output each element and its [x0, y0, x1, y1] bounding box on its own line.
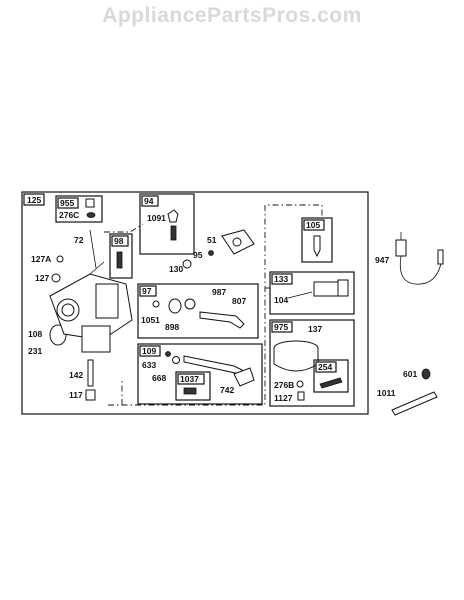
- group-box-94: [139, 193, 195, 255]
- part-label-807: 807: [232, 296, 246, 306]
- part-label-108: 108: [28, 329, 42, 339]
- part-label-276C: 276C: [59, 210, 79, 220]
- fuel-solenoid-part: [395, 232, 444, 285]
- group-tag-105: [303, 219, 325, 231]
- part-label-601: 601: [403, 369, 417, 379]
- part-label-104: 104: [274, 295, 288, 305]
- part-label-127A: 127A: [31, 254, 51, 264]
- part-label-668: 668: [152, 373, 166, 383]
- part-label-51: 51: [207, 235, 217, 245]
- part-label-276B: 276B: [274, 380, 294, 390]
- group-tag-97: [139, 285, 157, 297]
- float-part: [313, 281, 339, 297]
- part-label-633: 633: [142, 360, 156, 370]
- watermark: AppliancePartsPros.com: [102, 4, 362, 27]
- spring-part: [183, 387, 197, 395]
- nozzle-part: [87, 359, 94, 387]
- bushing-part: [168, 298, 182, 314]
- carburetor-body: [49, 261, 133, 353]
- group-box-98: [109, 233, 133, 279]
- group-box-254: [313, 359, 349, 393]
- group-label-1037: 1037: [180, 374, 199, 384]
- group-label-97: 97: [142, 286, 152, 296]
- part-label-127: 127: [35, 273, 49, 283]
- gasket-hole: [232, 237, 242, 247]
- throttle-shaft-part: [199, 311, 245, 329]
- choke-shaft-part: [183, 355, 243, 375]
- oring-part: [56, 255, 64, 263]
- screw-part: [319, 377, 343, 389]
- nut-part: [85, 389, 96, 401]
- screw-part: [116, 251, 123, 269]
- part-label-72: 72: [74, 235, 84, 245]
- part-label-142: 142: [69, 370, 83, 380]
- seal-part: [152, 300, 160, 308]
- group-box-105: [301, 217, 333, 263]
- part-label-1051: 1051: [141, 315, 160, 325]
- group-label-109: 109: [142, 346, 156, 356]
- leader-line: [104, 223, 144, 233]
- group-label-955: 955: [60, 198, 74, 208]
- part-label-1011: 1011: [377, 388, 396, 398]
- needle-valve-part: [167, 209, 179, 223]
- group-tag-1037: [177, 373, 205, 385]
- washer-part: [184, 298, 196, 310]
- group-label-125: 125: [27, 195, 41, 205]
- group-tag-975: [271, 321, 293, 333]
- clamp-part: [421, 368, 431, 380]
- part-label-1091: 1091: [147, 213, 166, 223]
- float-part: [337, 279, 349, 297]
- group-box-109: [137, 343, 263, 405]
- main-frame: [21, 191, 369, 415]
- fuel-line-part: [391, 391, 438, 416]
- part-label-231: 231: [28, 346, 42, 356]
- part-label-1127: 1127: [274, 393, 293, 403]
- group-label-254: 254: [318, 362, 332, 372]
- part-label-947: 947: [375, 255, 389, 265]
- washer-part: [86, 212, 96, 218]
- washer-part: [296, 380, 304, 388]
- seal-part: [165, 351, 171, 357]
- group-tag-955: [57, 197, 79, 209]
- choke-plate-part: [233, 367, 255, 387]
- spring-part: [170, 225, 177, 241]
- part-label-742: 742: [220, 385, 234, 395]
- shaft-part: [89, 229, 97, 269]
- group-tag-133: [271, 273, 293, 285]
- inlet-needle-part: [313, 235, 321, 258]
- part-label-137: 137: [308, 324, 322, 334]
- bolt-part: [297, 391, 305, 401]
- group-box-1037: [175, 371, 211, 401]
- group-box-133: [269, 271, 355, 315]
- part-label-130: 130: [169, 264, 183, 274]
- group-tag-94: [141, 195, 159, 207]
- ring-part: [51, 273, 61, 283]
- plug-part: [182, 259, 192, 269]
- pin-part: [287, 291, 313, 299]
- float-bowl-part: [273, 348, 319, 372]
- group-tag-109: [139, 345, 161, 357]
- part-label-987: 987: [212, 287, 226, 297]
- group-label-105: 105: [306, 220, 320, 230]
- group-tag-125: [23, 193, 45, 206]
- washer-part: [172, 356, 180, 364]
- group-box-97: [137, 283, 259, 339]
- group-tag-254: [315, 361, 337, 373]
- group-label-975: 975: [274, 322, 288, 332]
- group-label-98: 98: [114, 236, 124, 246]
- bolt-part: [85, 198, 95, 208]
- part-label-95: 95: [193, 250, 203, 260]
- group-label-133: 133: [274, 274, 288, 284]
- group-box-955: [55, 195, 103, 223]
- group-label-94: 94: [144, 196, 154, 206]
- part-label-898: 898: [165, 322, 179, 332]
- plug-part: [208, 250, 214, 256]
- group-box-975: [269, 319, 355, 407]
- leader-line: [108, 204, 323, 406]
- part-label-117: 117: [69, 390, 83, 400]
- group-tag-98: [111, 235, 129, 247]
